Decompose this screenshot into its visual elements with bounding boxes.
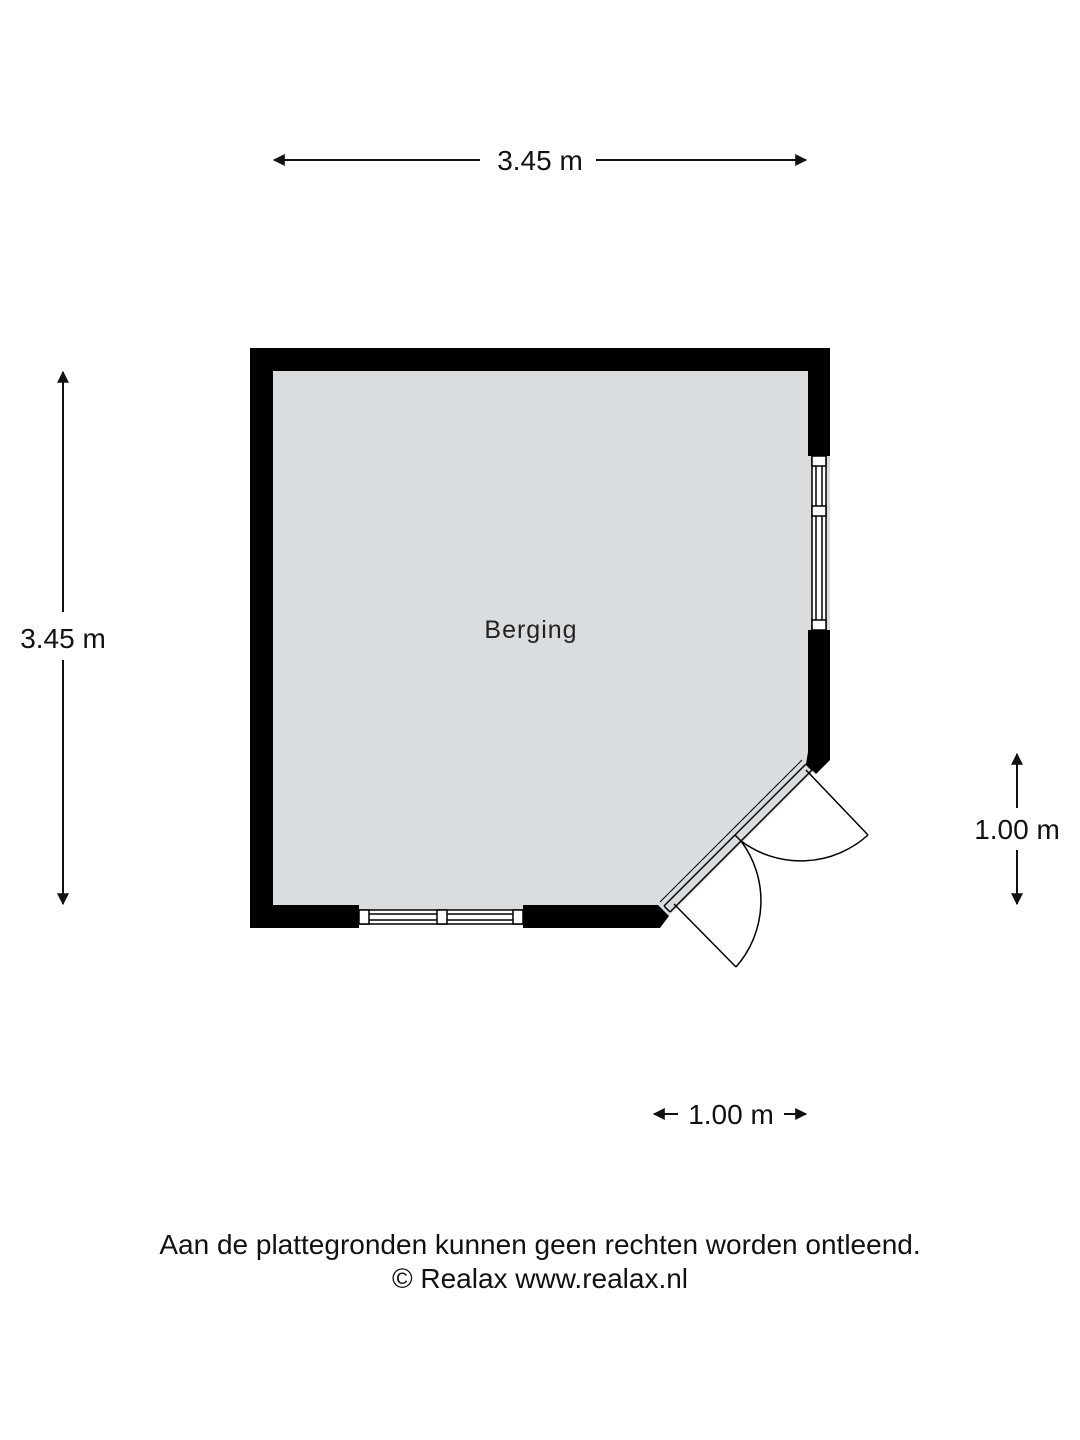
dimension-bottom: 1.00 m (652, 1099, 808, 1130)
wall-top (250, 348, 830, 371)
wall-bottom-right (523, 905, 669, 928)
wall-bottom-left (250, 905, 359, 928)
room-label: Berging (484, 616, 577, 644)
dimension-left: 3.45 m (20, 370, 106, 906)
dimension-right: 1.00 m (974, 752, 1060, 906)
window-bottom (358, 909, 524, 925)
wall-right-upper (808, 348, 830, 456)
dimension-bottom-label: 1.00 m (688, 1099, 774, 1130)
window-right (811, 455, 827, 631)
dimension-top: 3.45 m (272, 145, 808, 176)
wall-right-corner (806, 752, 830, 774)
dimension-right-label: 1.00 m (974, 814, 1060, 845)
wall-left (250, 348, 273, 928)
footer-disclaimer: Aan de plattegronden kunnen geen rechten… (159, 1229, 921, 1260)
footer-copyright: © Realax www.realax.nl (391, 1263, 689, 1294)
room-floor (250, 348, 830, 920)
wall-right-lower (808, 630, 830, 752)
dimension-left-label: 3.45 m (20, 623, 106, 654)
walls (250, 348, 830, 928)
double-door (659, 759, 869, 968)
dimension-top-label: 3.45 m (497, 145, 583, 176)
